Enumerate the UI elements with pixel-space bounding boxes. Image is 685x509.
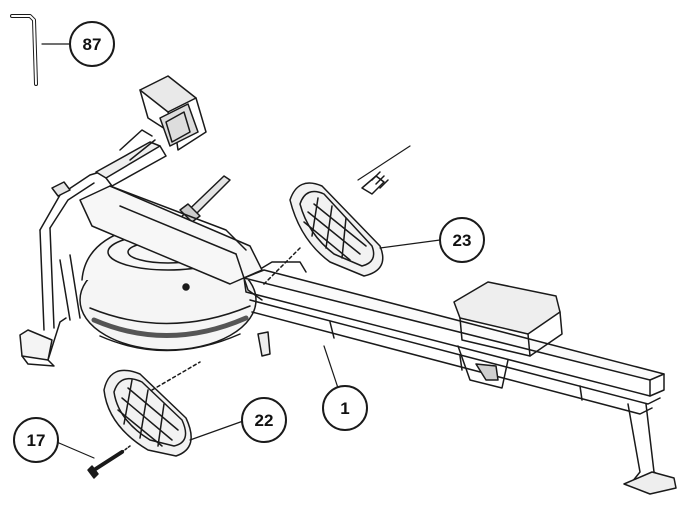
callout-23-label: 23 bbox=[453, 231, 472, 250]
right-pedal bbox=[261, 145, 411, 287]
callout-87-label: 87 bbox=[83, 35, 102, 54]
pedal-bolt bbox=[87, 445, 131, 479]
front-stabilizer bbox=[623, 403, 677, 495]
callout-22: 22 bbox=[241, 397, 287, 443]
allen-wrench bbox=[10, 14, 38, 86]
left-pedal bbox=[103, 361, 201, 457]
rear-stabilizer bbox=[19, 317, 67, 367]
callout-22-label: 22 bbox=[255, 411, 274, 430]
frame-bracket bbox=[79, 185, 263, 301]
sliding-seat bbox=[453, 281, 563, 389]
callout-17-label: 17 bbox=[27, 431, 46, 450]
callout-23: 23 bbox=[439, 217, 485, 263]
callout-1: 1 bbox=[322, 385, 368, 431]
strap-bracket bbox=[257, 331, 271, 357]
callout-17: 17 bbox=[13, 417, 59, 463]
callout-87: 87 bbox=[69, 21, 115, 67]
callout-1-label: 1 bbox=[340, 399, 349, 418]
rear-upright-frame bbox=[39, 171, 101, 331]
main-rail bbox=[243, 261, 665, 415]
console-arm bbox=[95, 129, 167, 187]
leader-lines bbox=[41, 43, 441, 459]
console-monitor bbox=[139, 75, 207, 151]
